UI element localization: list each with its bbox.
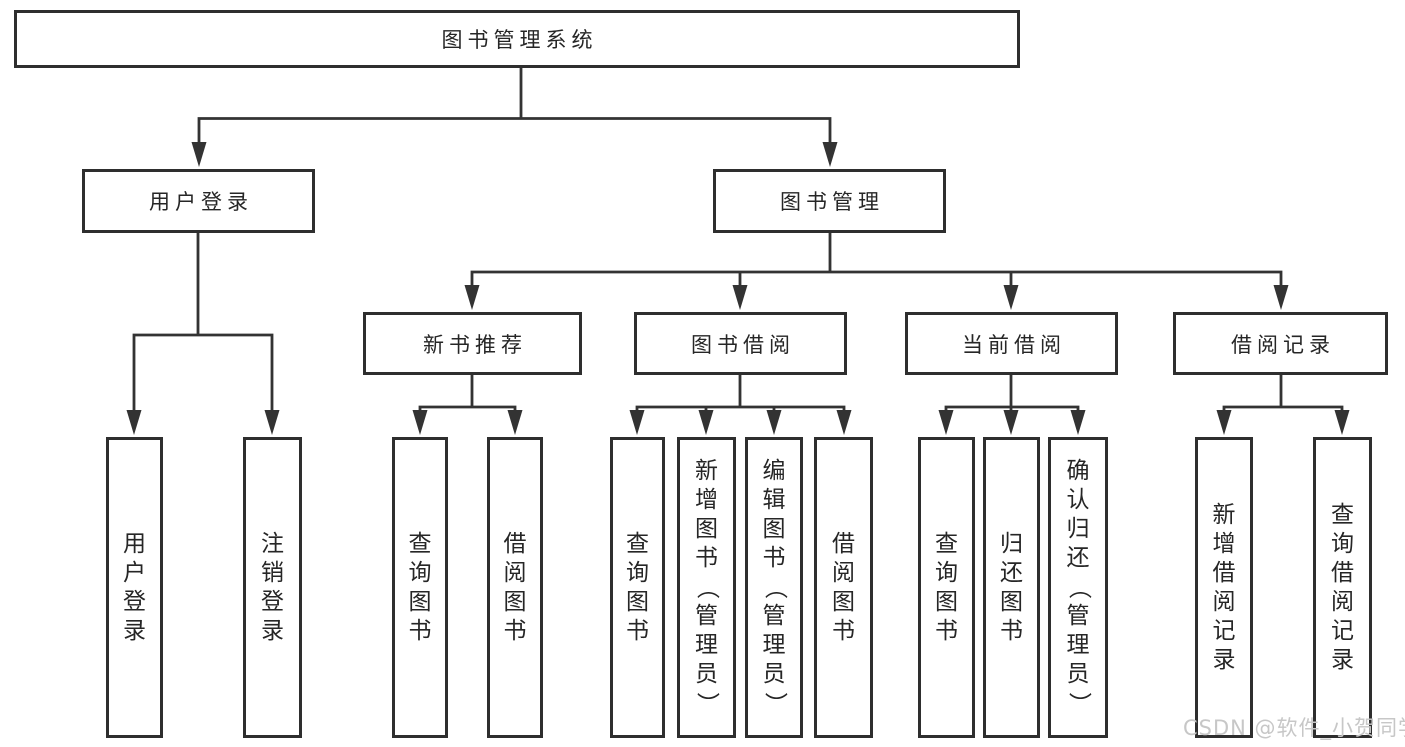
edge-group-user-login	[126, 231, 280, 435]
arrowhead	[1003, 410, 1019, 435]
arrowhead	[264, 410, 280, 435]
arrowhead	[698, 410, 714, 435]
csdn-watermark: CSDN @软件_小贺同学	[1183, 716, 1405, 740]
arrowhead	[1003, 285, 1019, 310]
node-user-login: 用户登录	[82, 169, 315, 233]
arrowhead	[766, 410, 782, 435]
node-current-borrow: 当前借阅	[905, 312, 1118, 375]
arrowhead	[126, 410, 142, 435]
arrowhead	[191, 142, 207, 167]
leaf-records-query-borrow-record: 查询借阅记录	[1313, 437, 1372, 738]
edge-group-current-borrow	[938, 373, 1086, 435]
arrowhead	[732, 285, 748, 310]
leaf-current-return-books: 归还图书	[983, 437, 1040, 738]
arrowhead	[1334, 410, 1350, 435]
arrowhead	[507, 410, 523, 435]
leaf-borrow-borrow-books: 借阅图书	[814, 437, 873, 738]
arrowhead	[1216, 410, 1232, 435]
arrowhead	[938, 410, 954, 435]
arrowhead	[822, 142, 838, 167]
node-library-management-system: 图书管理系统	[14, 10, 1020, 68]
leaf-borrow-add-books-admin: 新增图书（管理员）	[677, 437, 736, 738]
leaf-recommend-borrow-books: 借阅图书	[487, 437, 543, 738]
node-book-borrow: 图书借阅	[634, 312, 847, 375]
leaf-current-query-books: 查询图书	[918, 437, 975, 738]
leaf-user-login: 用户登录	[106, 437, 163, 738]
edge-group-book-management	[464, 231, 1289, 310]
edge-group-book-borrow	[629, 373, 852, 435]
arrowhead	[1070, 410, 1086, 435]
arrowhead	[412, 410, 428, 435]
leaf-borrow-query-books: 查询图书	[610, 437, 665, 738]
node-new-book-recommend: 新书推荐	[363, 312, 582, 375]
arrowhead	[629, 410, 645, 435]
leaf-current-confirm-return-admin: 确认归还（管理员）	[1048, 437, 1108, 738]
node-borrow-records: 借阅记录	[1173, 312, 1388, 375]
arrowhead	[836, 410, 852, 435]
leaf-borrow-edit-books-admin: 编辑图书（管理员）	[745, 437, 803, 738]
edge-group-root	[191, 65, 838, 167]
arrowhead	[464, 285, 480, 310]
leaf-records-add-borrow-record: 新增借阅记录	[1195, 437, 1253, 738]
leaf-recommend-query-books: 查询图书	[392, 437, 448, 738]
node-book-management: 图书管理	[713, 169, 946, 233]
arrowhead	[1273, 285, 1289, 310]
edge-group-borrow-records	[1216, 373, 1350, 435]
edge-group-new-book-recommend	[412, 373, 523, 435]
leaf-logout-login: 注销登录	[243, 437, 302, 738]
